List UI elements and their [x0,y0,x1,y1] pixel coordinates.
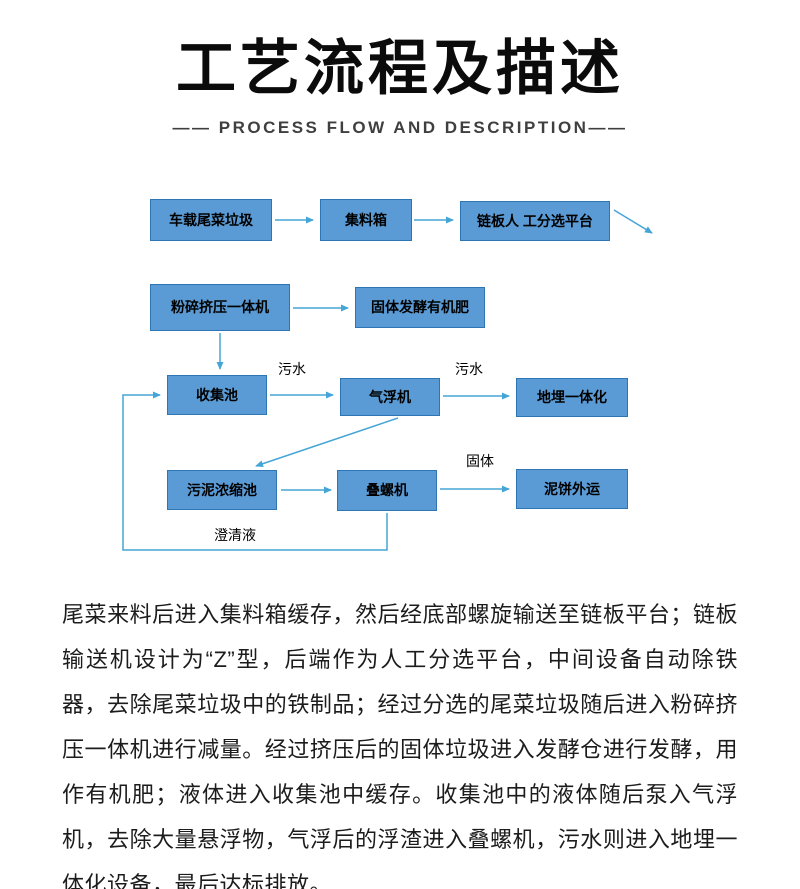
node-air-flotation-machine: 气浮机 [340,378,440,416]
node-sludge-thickening-pool: 污泥浓缩池 [167,470,277,510]
node-crushing-pressing-machine: 粉碎挤压一体机 [150,284,290,331]
arrow-sorting-platform-down [613,209,653,234]
node-screw-press: 叠螺机 [337,470,437,511]
edge-label-sewage-2: 污水 [455,361,483,377]
node-solid-fermentation-fertilizer: 固体发酵有机肥 [355,287,485,328]
node-mudcake-transport: 泥饼外运 [516,469,628,509]
node-collection-pool: 收集池 [167,375,267,415]
edge-label-clarified-liquid: 澄清液 [214,527,256,543]
node-vehicle-tail-vegetable-waste: 车载尾菜垃圾 [150,199,272,241]
node-collection-box: 集料箱 [320,199,412,241]
edge-label-solid: 固体 [466,453,494,469]
process-description: 尾菜来料后进入集料箱缓存，然后经底部螺旋输送至链板平台；链板输送机设计为“Z”型… [62,602,738,889]
flow-arrows [122,209,653,551]
edge-label-sewage-1: 污水 [278,361,306,377]
arrow-clarified-liquid-recycle [122,391,388,551]
node-chain-plate-manual-sorting-platform: 链板人 工分选平台 [460,201,610,241]
page-subtitle: —— PROCESS FLOW AND DESCRIPTION—— [172,118,628,137]
arrow-flotation-to-sludge-pool [255,417,399,468]
process-flowchart: 车载尾菜垃圾 集料箱 链板人 工分选平台 粉碎挤压一体机 固体发酵有机肥 收集池… [0,184,800,574]
page-title: 工艺流程及描述 [176,35,624,102]
node-buried-integrated-equipment: 地埋一体化 [516,378,628,417]
